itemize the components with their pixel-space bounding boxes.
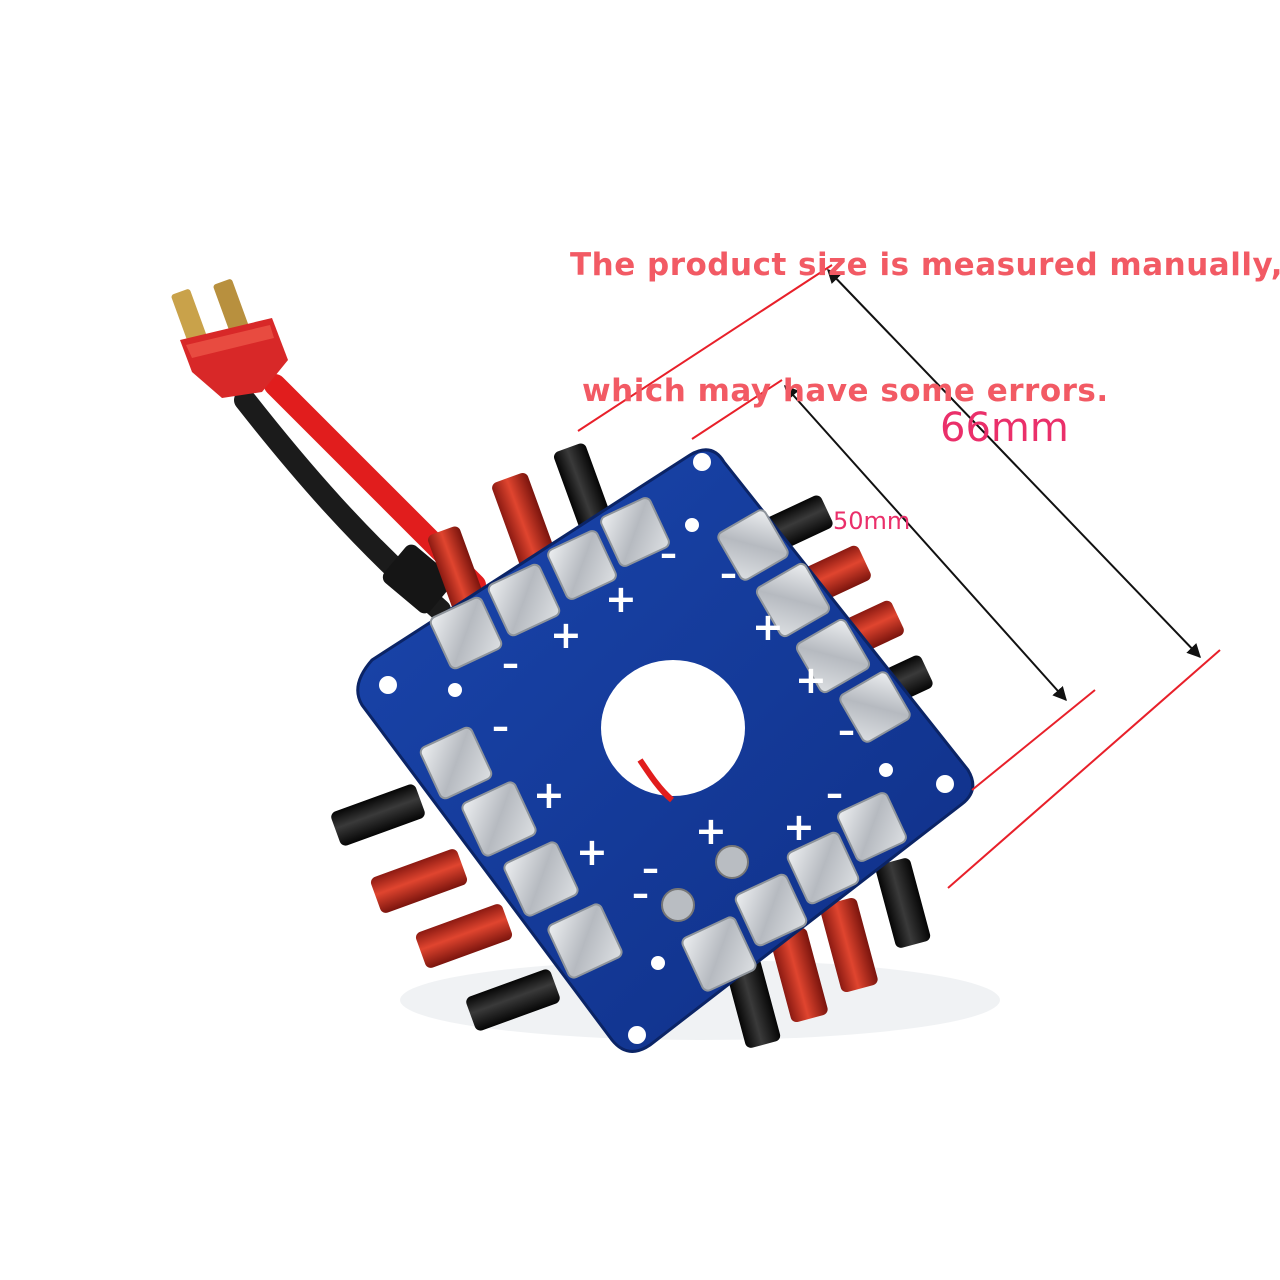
mounting-holes bbox=[379, 453, 954, 1044]
svg-text:–: – bbox=[492, 707, 509, 747]
svg-text:+: + bbox=[783, 805, 815, 849]
svg-text:+: + bbox=[695, 809, 727, 853]
bullet-connectors-left bbox=[331, 784, 560, 1031]
svg-text:+: + bbox=[795, 658, 827, 702]
bullet-connectors-bottom bbox=[725, 858, 931, 1048]
dimension-extension-lines bbox=[577, 264, 1221, 889]
disclaimer-line-2: which may have some errors. bbox=[582, 373, 1109, 409]
silkscreen-polarity-marks: + + + + + + + + – – – – – – – – bbox=[492, 534, 855, 914]
svg-text:+: + bbox=[550, 613, 582, 657]
bullet-connectors-top bbox=[428, 443, 612, 616]
inner-dimension-label: 50mm bbox=[833, 507, 911, 535]
t-plug-connector bbox=[171, 279, 486, 621]
svg-text:+: + bbox=[533, 773, 565, 817]
measurement-disclaimer: The product size is measured manually, w… bbox=[570, 160, 1280, 454]
svg-text:–: – bbox=[660, 534, 677, 574]
svg-text:+: + bbox=[605, 577, 637, 621]
svg-text:–: – bbox=[642, 849, 659, 889]
svg-text:–: – bbox=[632, 874, 649, 914]
dimension-arrows bbox=[784, 268, 1201, 702]
svg-text:–: – bbox=[826, 774, 843, 814]
disclaimer-line-1: The product size is measured manually, bbox=[570, 247, 1280, 283]
solder-joints bbox=[661, 845, 749, 922]
inner-dimension-arrow bbox=[784, 384, 1067, 702]
outer-dimension-label: 66mm bbox=[940, 405, 1069, 451]
svg-text:–: – bbox=[502, 644, 519, 684]
svg-text:–: – bbox=[720, 554, 737, 594]
svg-text:+: + bbox=[752, 605, 784, 649]
svg-text:+: + bbox=[576, 830, 608, 874]
center-hole bbox=[601, 660, 745, 796]
svg-text:–: – bbox=[838, 711, 855, 751]
